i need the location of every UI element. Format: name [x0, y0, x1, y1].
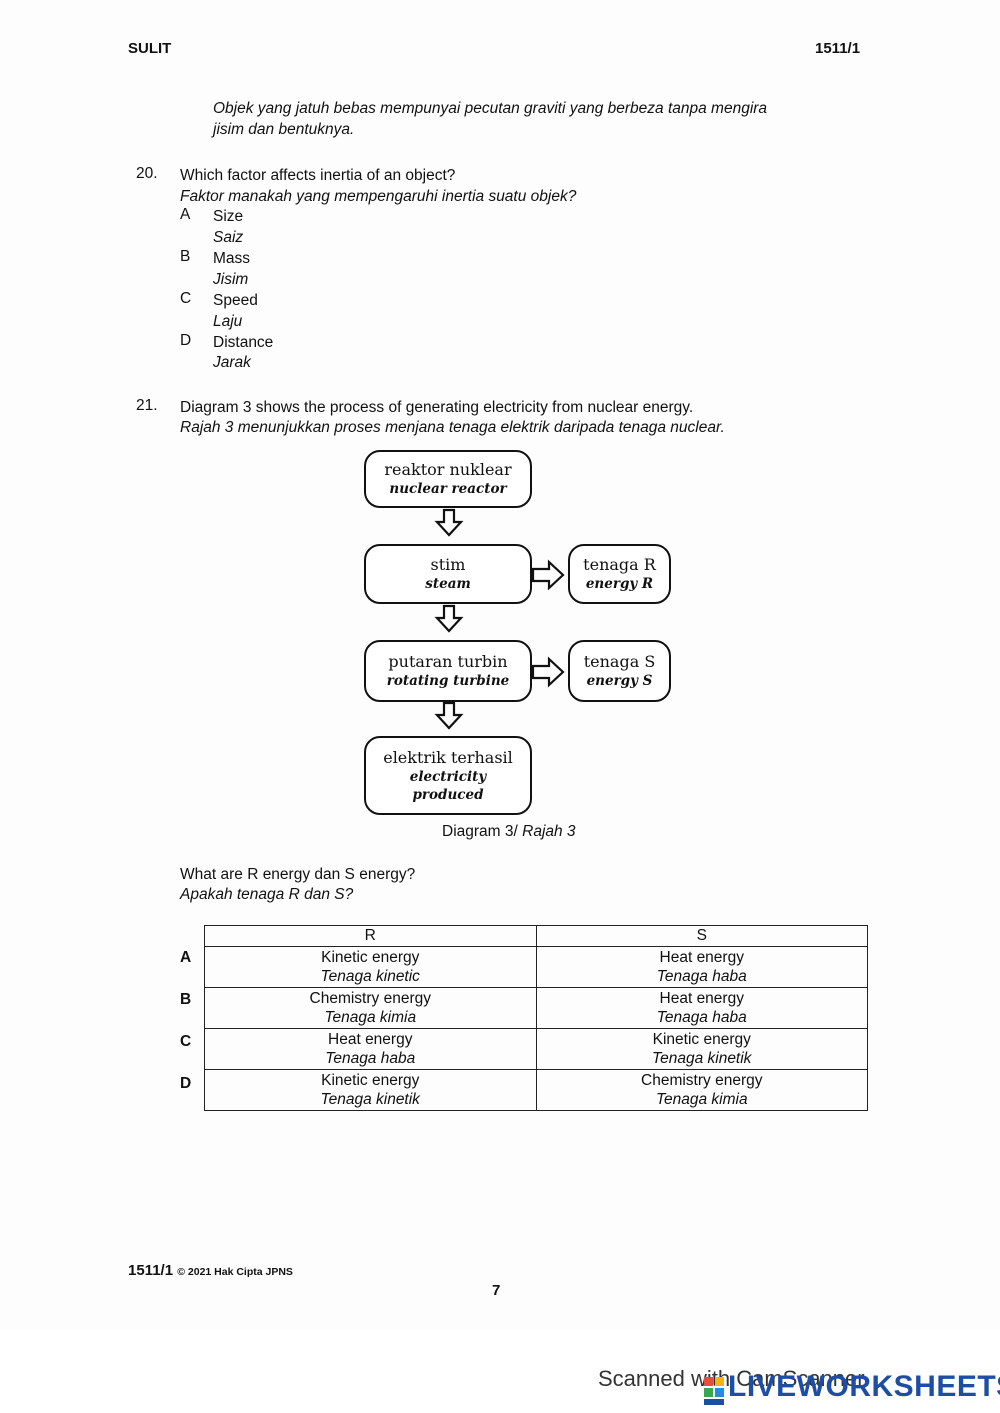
box-nuclear-reactor: reaktor nuklear nuclear reactor — [364, 450, 532, 508]
cell-en: Kinetic energy — [321, 949, 420, 966]
cell-en: Heat energy — [328, 1031, 413, 1048]
table-header-s: S — [535, 925, 868, 947]
q20-option-a-ms: Saiz — [213, 229, 244, 246]
q19-tail-line1: Objek yang jatuh bebas mempunyai pecutan… — [213, 100, 768, 117]
header-sulit: SULIT — [128, 40, 172, 57]
box-energy-s: tenaga S energy S — [568, 640, 671, 702]
footer-paper-code: 1511/1 — [128, 1262, 174, 1279]
diagram-caption-en: Diagram 3/ — [442, 823, 523, 840]
q20-question-ms: Faktor manakah yang mempengaruhi inertia… — [180, 188, 577, 205]
q21-number: 21. — [136, 397, 158, 414]
q20-option-d-en[interactable]: Distance — [213, 334, 274, 351]
table-row-label-a[interactable]: A — [180, 949, 192, 966]
q21-intro-en: Diagram 3 shows the process of generatin… — [180, 399, 694, 416]
box-energy-r: tenaga R energy R — [568, 544, 671, 604]
table-row-label-b[interactable]: B — [180, 991, 192, 1008]
page-number: 7 — [492, 1282, 501, 1299]
q19-tail-line2: jisim dan bentuknya. — [213, 121, 355, 138]
box-nuclear-reactor-ms: reaktor nuklear — [384, 460, 512, 479]
q20-option-b-en[interactable]: Mass — [213, 250, 251, 267]
cell-ms: Tenaga haba — [656, 968, 747, 985]
cell-ms: Tenaga kinetic — [320, 968, 420, 985]
box-energy-r-en: energy R — [585, 576, 654, 592]
box-energy-s-ms: tenaga S — [583, 652, 656, 671]
box-electricity-en-2: produced — [412, 786, 484, 803]
cell-ms: Tenaga kinetik — [652, 1050, 752, 1067]
cell-en: Chemistry energy — [641, 1072, 763, 1089]
box-steam-ms: stim — [430, 555, 466, 574]
box-rotating-turbine-en: rotating turbine — [386, 673, 510, 689]
header-paper-code: 1511/1 — [815, 40, 861, 57]
box-electricity-ms: elektrik terhasil — [383, 747, 513, 767]
cell-en: Heat energy — [659, 990, 744, 1007]
arrow-right-1 — [531, 559, 565, 591]
q20-option-b-letter[interactable]: B — [180, 248, 191, 265]
camscanner-watermark: Scanned with CamScanner — [598, 1366, 865, 1391]
liveworksheets-wordmark: LIVEWORKSHEETS — [728, 1370, 1000, 1403]
arrow-down-2 — [434, 604, 464, 633]
bottom-strip — [0, 1330, 1000, 1413]
cell-ms: Tenaga haba — [325, 1050, 416, 1067]
box-rotating-turbine: putaran turbin rotating turbine — [364, 640, 532, 702]
cell-en: Heat energy — [659, 949, 744, 966]
table-row-label-c[interactable]: C — [180, 1033, 192, 1050]
q20-option-d-ms: Jarak — [213, 354, 251, 371]
q20-option-c-en[interactable]: Speed — [213, 292, 258, 309]
diagram-caption: Diagram 3/ Rajah 3 — [442, 823, 576, 841]
cell-en: Kinetic energy — [652, 1031, 751, 1048]
box-steam: stim steam — [364, 544, 532, 604]
q20-option-b-ms: Jisim — [213, 271, 249, 288]
q20-option-a-en[interactable]: Size — [213, 208, 244, 225]
q21-prompt-ms: Apakah tenaga R dan S? — [180, 886, 354, 903]
arrow-right-2 — [531, 656, 565, 688]
q20-option-c-letter[interactable]: C — [180, 290, 192, 307]
cell-ms: Tenaga kimia — [655, 1091, 748, 1108]
cell-ms: Tenaga kimia — [324, 1009, 417, 1026]
table-header-row: R S — [204, 925, 868, 947]
box-energy-r-ms: tenaga R — [583, 555, 656, 574]
footer-code: 1511/1 © 2021 Hak Cipta JPNS — [128, 1262, 293, 1279]
liveworksheets-logo-icon — [704, 1377, 724, 1405]
q21-intro-ms: Rajah 3 menunjukkan proses menjana tenag… — [180, 419, 725, 436]
diagram-caption-ms: Rajah 3 — [522, 823, 576, 840]
arrow-down-1 — [434, 508, 464, 537]
box-rotating-turbine-ms: putaran turbin — [388, 652, 508, 671]
q20-option-a-letter[interactable]: A — [180, 206, 191, 223]
cell-en: Kinetic energy — [321, 1072, 420, 1089]
box-nuclear-reactor-en: nuclear reactor — [389, 481, 507, 497]
box-steam-en: steam — [425, 576, 471, 592]
cell-ms: Tenaga haba — [656, 1009, 747, 1026]
footer-copyright: © 2021 Hak Cipta JPNS — [177, 1266, 293, 1278]
arrow-down-3 — [434, 701, 464, 730]
box-electricity-en-1: electricity — [409, 768, 487, 785]
diagram-arrows — [434, 508, 565, 730]
cell-en: Chemistry energy — [309, 990, 431, 1007]
q20-option-c-ms: Laju — [213, 313, 243, 330]
table-header-r: R — [204, 925, 537, 947]
q20-question-en: Which factor affects inertia of an objec… — [180, 167, 456, 184]
q20-number: 20. — [136, 165, 158, 182]
q20-option-d-letter[interactable]: D — [180, 332, 192, 349]
table-row-label-d[interactable]: D — [180, 1075, 192, 1092]
q21-prompt-en: What are R energy dan S energy? — [180, 866, 416, 883]
box-energy-s-en: energy S — [586, 673, 653, 689]
cell-ms: Tenaga kinetik — [320, 1091, 420, 1108]
box-electricity-produced: elektrik terhasil electricity produced — [364, 736, 532, 815]
